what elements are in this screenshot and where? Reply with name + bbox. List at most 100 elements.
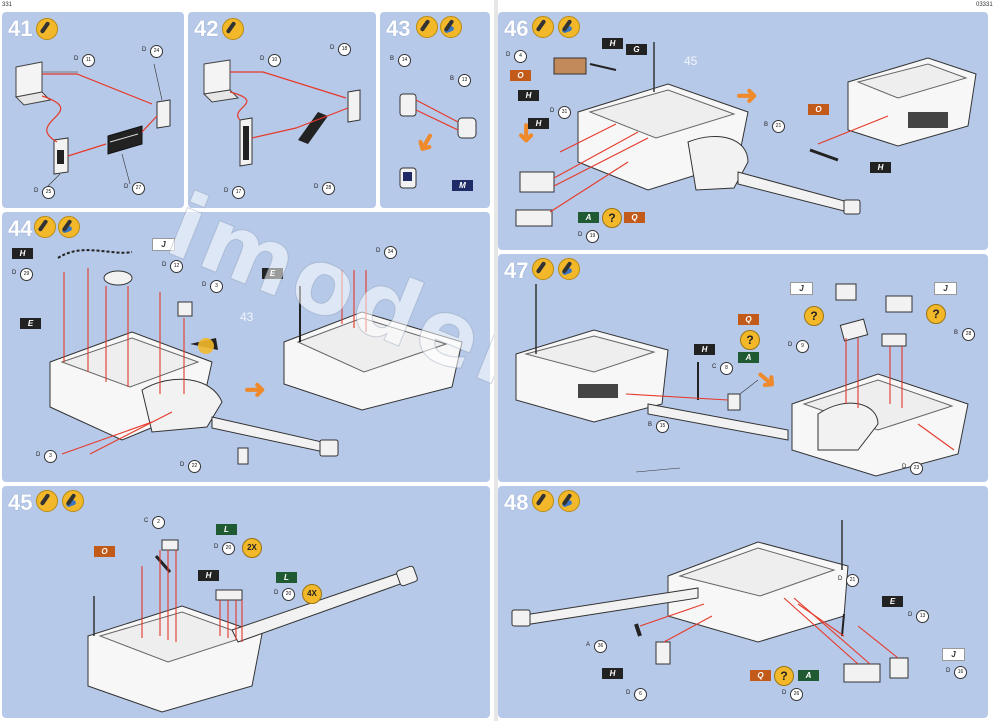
color-code-o: O (808, 104, 829, 115)
part-d31: 31 (558, 106, 571, 119)
part-d3: 3 (44, 450, 57, 463)
color-code-e: E (262, 268, 283, 279)
question-icon: ? (926, 304, 946, 324)
color-code-h: H (694, 344, 715, 355)
color-code-h: H (12, 248, 33, 259)
part-d13: 13 (916, 610, 929, 623)
color-code-g: G (626, 44, 647, 55)
part-d29: 29 (20, 268, 33, 281)
color-code-q: Q (738, 314, 759, 325)
color-code-e: E (20, 318, 41, 329)
right-code: 03331 (976, 2, 993, 8)
step-number: 41 (8, 16, 33, 41)
paint-brush-icon (222, 18, 244, 40)
step-46-illustration (515, 42, 977, 227)
color-code-j: J (790, 282, 813, 295)
color-code-h: H (602, 38, 623, 49)
step-48-illustration (511, 520, 909, 683)
step-number: 45 (8, 490, 33, 515)
part-d3: 3 (210, 280, 223, 293)
left-code: 331 (2, 2, 13, 8)
part-d24: 24 (150, 45, 163, 58)
color-code-a: A (798, 670, 819, 681)
paint-brush-icon (62, 490, 84, 512)
part-d11: 11 (82, 54, 95, 67)
part-b15: 15 (656, 420, 669, 433)
direction-arrow-icon: ➜ (736, 80, 758, 110)
paint-brush-icon (558, 490, 580, 512)
color-code-q: Q (624, 212, 645, 223)
paint-brush-icon (34, 216, 56, 238)
paint-brush-icon (36, 490, 58, 512)
part-d20: 20 (282, 588, 295, 601)
paint-brush-icon (532, 490, 554, 512)
color-code-o: O (510, 70, 531, 81)
part-d22: 22 (188, 460, 201, 473)
question-icon: ? (774, 666, 794, 686)
step-number: 44 (8, 216, 33, 241)
book-spine (494, 0, 498, 721)
paint-brush-icon (58, 216, 80, 238)
part-c2: 2 (152, 516, 165, 529)
color-code-a: A (738, 352, 759, 363)
step-45-illustration (87, 539, 418, 713)
step-41-illustration (14, 61, 171, 193)
color-code-j: J (152, 238, 175, 251)
paint-brush-icon (532, 16, 554, 38)
part-d23: 23 (910, 462, 923, 475)
paint-brush-icon (558, 16, 580, 38)
part-d18: 18 (338, 43, 351, 56)
step-44-illustration (49, 249, 463, 465)
part-d4: 4 (514, 50, 527, 63)
paint-brush-icon (440, 16, 462, 38)
part-d12: 12 (170, 260, 183, 273)
color-code-e: E (882, 596, 903, 607)
part-a36: 36 (594, 640, 607, 653)
question-icon: ? (602, 208, 622, 228)
color-code-l: L (216, 524, 237, 535)
color-code-l: L (276, 572, 297, 583)
part-d20: 20 (222, 542, 235, 555)
right-page: 03331 19 46 45 ➜ ➜ (498, 0, 1000, 721)
part-d19: 19 (586, 230, 599, 243)
color-code-j: J (934, 282, 957, 295)
color-code-q: Q (750, 670, 771, 681)
color-code-a: A (578, 212, 599, 223)
part-d6: 6 (634, 688, 647, 701)
ghost-step-number: 45 (684, 54, 698, 68)
part-d25: 25 (42, 186, 55, 199)
part-d21: 21 (846, 574, 859, 587)
color-code-o: O (94, 546, 115, 557)
part-d9: 9 (796, 340, 809, 353)
part-d16: 16 (954, 666, 967, 679)
paint-brush-icon (532, 258, 554, 280)
paint-brush-icon (416, 16, 438, 38)
question-icon: ? (740, 330, 760, 350)
part-b14: 14 (398, 54, 411, 67)
part-b21: 21 (772, 120, 785, 133)
color-code-h: H (518, 90, 539, 101)
part-d28: 28 (322, 182, 335, 195)
part-d34: 34 (384, 246, 397, 259)
part-d26: 26 (790, 688, 803, 701)
step-47-panel: 47 ➜ Q ? H (498, 254, 988, 482)
part-d17: 17 (232, 186, 245, 199)
color-code-h: H (528, 118, 549, 129)
step-number: 48 (504, 490, 529, 515)
paint-brush-icon (558, 258, 580, 280)
paint-brush-icon (36, 18, 58, 40)
part-c8: 8 (720, 362, 733, 375)
step-43-illustration (399, 93, 477, 189)
quantity-badge: 2X (242, 538, 262, 558)
color-code-h: H (602, 668, 623, 679)
color-code-m: M (452, 180, 473, 191)
step-number: 46 (504, 16, 529, 41)
color-code-h: H (870, 162, 891, 173)
color-code-j: J (942, 648, 965, 661)
step-42-illustration (202, 59, 361, 167)
